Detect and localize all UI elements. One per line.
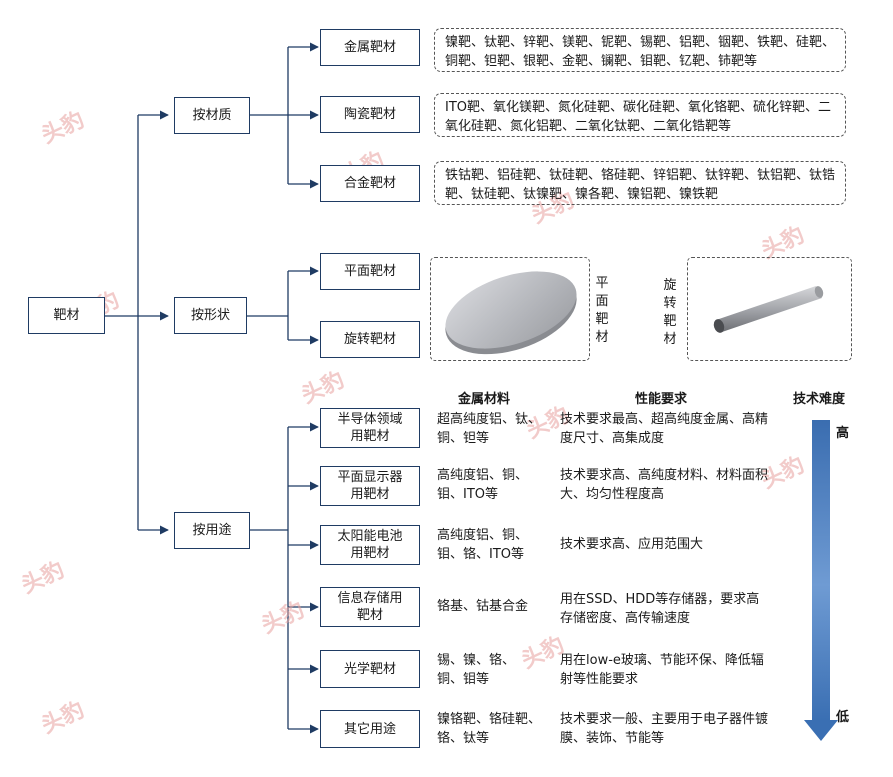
usage-performance-optical: 用在low-e玻璃、节能环保、降低辐射等性能要求: [560, 653, 764, 687]
difficulty-arrow: [804, 420, 838, 741]
root-node: 靶材: [28, 297, 105, 334]
difficulty-low-label: 低: [836, 710, 850, 725]
material-detail-metal: 镍靶、钛靶、锌靶、镁靶、铌靶、锡靶、铝靶、铟靶、铁靶、硅靶、铜靶、钽靶、银靶、金…: [434, 28, 846, 72]
usage-performance-storage: 用在SSD、HDD等存储器，要求高存储密度、高传输速度: [560, 592, 760, 626]
usage-node-other: 其它用途: [320, 710, 420, 748]
planar-target-frame: [430, 257, 590, 361]
usage-node-storage: 信息存储用 靶材: [320, 587, 420, 627]
branch-shape: 按形状: [174, 297, 247, 334]
header-material: 金属材料: [458, 392, 511, 407]
usage-node-optical: 光学靶材: [320, 650, 420, 688]
material-node-ceramic: 陶瓷靶材: [320, 96, 420, 133]
branch-usage: 按用途: [174, 512, 250, 549]
usage-material-display: 高纯度铝、铜、钼、ITO等: [437, 468, 529, 502]
usage-performance-semiconductor: 技术要求最高、超高纯度金属、高精度尺寸、高集成度: [560, 412, 769, 446]
usage-material-other: 镍铬靶、铬硅靶、铬、钛等: [437, 712, 542, 746]
usage-material-semiconductor: 超高纯度铝、钛、铜、钽等: [437, 412, 542, 446]
shape-node-rotary: 旋转靶材: [320, 321, 420, 358]
shape-node-planar: 平面靶材: [320, 253, 420, 290]
usage-node-solar: 太阳能电池 用靶材: [320, 525, 420, 565]
material-detail-ceramic: ITO靶、氧化镁靶、氮化硅靶、碳化硅靶、氧化铬靶、硫化锌靶、二氧化硅靶、氮化铝靶…: [434, 93, 846, 137]
planar-target-caption: 平面靶材: [595, 276, 609, 345]
usage-material-storage: 铬基、钴基合金: [437, 599, 529, 614]
material-detail-alloy: 铁钴靶、铝硅靶、钛硅靶、铬硅靶、锌铝靶、钛锌靶、钛铝靶、钛锆靶、钛硅靶、钛镍靶、…: [434, 161, 846, 205]
material-node-alloy: 合金靶材: [320, 165, 420, 202]
usage-performance-solar: 技术要求高、应用范围大: [560, 537, 704, 552]
header-performance: 性能要求: [635, 392, 688, 407]
branch-material: 按材质: [174, 97, 250, 134]
rotary-target-frame: [687, 257, 852, 361]
usage-performance-display: 技术要求高、高纯度材料、材料面积大、均匀性程度高: [560, 468, 769, 502]
usage-material-optical: 锡、镍、铬、铜、钼等: [437, 653, 516, 687]
rotary-target-caption: 旋转靶材: [663, 278, 677, 347]
material-node-metal: 金属靶材: [320, 29, 420, 66]
usage-node-display: 平面显示器 用靶材: [320, 466, 420, 506]
difficulty-high-label: 高: [836, 426, 850, 441]
usage-performance-other: 技术要求一般、主要用于电子器件镀膜、装饰、节能等: [560, 712, 769, 746]
usage-material-solar: 高纯度铝、铜、钼、铬、ITO等: [437, 528, 529, 562]
planar-target-icon: [445, 271, 577, 355]
usage-node-semiconductor: 半导体领域 用靶材: [320, 408, 420, 448]
rotary-target-icon: [713, 286, 824, 333]
header-difficulty: 技术难度: [793, 392, 846, 407]
